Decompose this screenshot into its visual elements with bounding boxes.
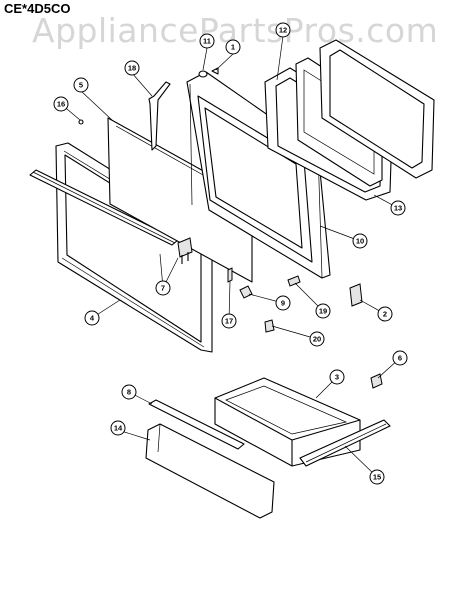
svg-text:15: 15 xyxy=(373,473,381,482)
callout-12[interactable]: 12 xyxy=(275,22,291,38)
svg-text:6: 6 xyxy=(398,354,402,363)
fastener-hardware xyxy=(78,67,219,125)
callout-8[interactable]: 8 xyxy=(121,384,137,400)
svg-text:12: 12 xyxy=(279,26,287,35)
door-side-trim xyxy=(148,81,171,151)
callout-17[interactable]: 17 xyxy=(221,313,237,329)
callout-19[interactable]: 19 xyxy=(315,303,331,319)
drawer-trim-strip xyxy=(148,399,245,450)
drawer-front-panel xyxy=(145,423,275,519)
svg-text:3: 3 xyxy=(335,373,339,382)
svg-text:10: 10 xyxy=(356,237,364,246)
callout-7[interactable]: 7 xyxy=(155,280,171,296)
callout-4[interactable]: 4 xyxy=(84,310,100,326)
callout-15[interactable]: 15 xyxy=(369,469,385,485)
svg-text:16: 16 xyxy=(57,100,65,109)
svg-text:9: 9 xyxy=(281,299,285,308)
svg-text:13: 13 xyxy=(394,204,402,213)
svg-text:8: 8 xyxy=(127,388,131,397)
callout-20[interactable]: 20 xyxy=(309,331,325,347)
callout-11[interactable]: 11 xyxy=(199,33,215,49)
svg-text:20: 20 xyxy=(313,335,321,344)
callout-1[interactable]: 1 xyxy=(225,39,241,55)
callout-10[interactable]: 10 xyxy=(352,233,368,249)
callout-2[interactable]: 2 xyxy=(377,306,393,322)
svg-text:5: 5 xyxy=(79,81,83,90)
door-back-panel xyxy=(319,39,435,179)
model-number: CE*4D5CO xyxy=(4,1,70,16)
callout-3[interactable]: 3 xyxy=(329,369,345,385)
svg-text:4: 4 xyxy=(90,314,95,323)
callout-13[interactable]: 13 xyxy=(390,200,406,216)
svg-text:14: 14 xyxy=(114,424,123,433)
svg-text:2: 2 xyxy=(383,310,387,319)
callout-9[interactable]: 9 xyxy=(275,295,291,311)
drawer-rail xyxy=(299,419,391,467)
svg-text:7: 7 xyxy=(161,284,165,293)
callout-18[interactable]: 18 xyxy=(124,60,140,76)
callout-16[interactable]: 16 xyxy=(53,96,69,112)
svg-text:18: 18 xyxy=(128,64,136,73)
callout-14[interactable]: 14 xyxy=(110,420,126,436)
svg-text:19: 19 xyxy=(319,307,327,316)
svg-text:11: 11 xyxy=(203,37,211,46)
drawer-box xyxy=(214,377,361,467)
callout-6[interactable]: 6 xyxy=(392,350,408,366)
hinge-bracket xyxy=(177,237,193,264)
clip-parts xyxy=(227,267,363,333)
drawer-clip xyxy=(370,373,383,389)
svg-text:17: 17 xyxy=(225,317,233,326)
callout-5[interactable]: 5 xyxy=(73,77,89,93)
svg-text:1: 1 xyxy=(231,43,235,52)
